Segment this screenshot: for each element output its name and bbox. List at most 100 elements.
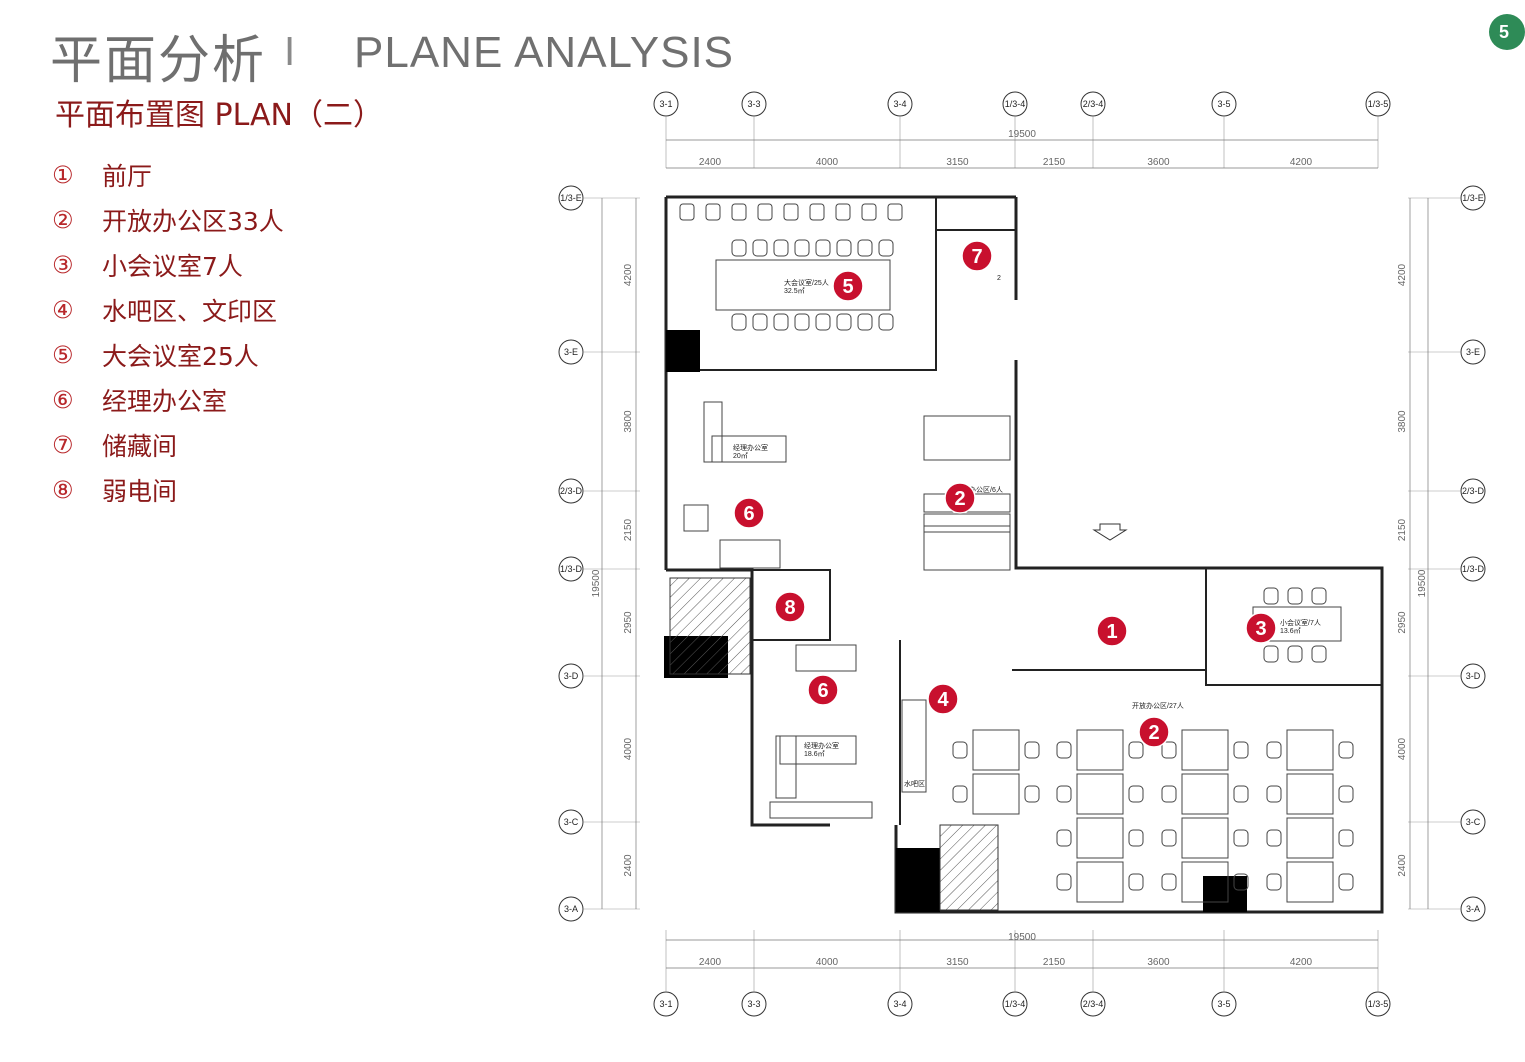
chair — [952, 741, 968, 759]
workstation — [972, 729, 1020, 771]
furniture — [679, 203, 1354, 903]
grid-axis-label: 3-A — [1466, 904, 1480, 914]
zone-marker-number: 6 — [743, 503, 754, 525]
dimension-label: 4200 — [1290, 157, 1313, 168]
grid-axis-label: 3-D — [564, 671, 579, 681]
zone-marker-number: 7 — [971, 246, 982, 268]
legend-label: 经理办公室 — [102, 386, 228, 416]
dimension-label: 4000 — [1397, 737, 1408, 760]
legend-label: 大会议室25人 — [102, 341, 259, 371]
chair — [705, 203, 721, 221]
legend-item: ⑥ 经理办公室 — [52, 377, 284, 422]
room-label: 小会议室/7人 — [1280, 618, 1321, 627]
page-title-english: PLANE ANALYSIS — [354, 28, 735, 77]
grid-axis-label: 2/3-D — [560, 486, 583, 496]
dimension-label: 3600 — [1147, 957, 1170, 968]
dimension-label: 2950 — [1397, 611, 1408, 634]
grid-axis-label: 3-E — [564, 347, 578, 357]
chair — [1161, 741, 1177, 759]
chair — [1263, 645, 1279, 663]
chair — [1338, 873, 1354, 891]
chair — [1024, 741, 1040, 759]
legend-label: 弱电间 — [102, 476, 178, 506]
chair — [1128, 741, 1144, 759]
zone-marker-number: 4 — [937, 689, 949, 711]
grid-axis-label: 3-3 — [747, 999, 760, 1009]
legend-number: ⑥ — [52, 385, 74, 414]
workstation — [923, 415, 1011, 461]
grid-axis-label: 2/3-D — [1462, 486, 1485, 496]
legend-label: 水吧区、文印区 — [102, 296, 278, 326]
room-label: 水吧区 — [904, 779, 925, 788]
chair — [1311, 587, 1327, 605]
dimension-label: 3150 — [946, 157, 969, 168]
zone-marker — [1245, 612, 1277, 644]
dimension-label: 2150 — [1043, 957, 1066, 968]
workstation — [1076, 773, 1124, 815]
chair — [679, 203, 695, 221]
walls — [664, 195, 1384, 914]
grid-axis-label: 3-4 — [893, 99, 906, 109]
grid-axis-label: 3-5 — [1217, 999, 1230, 1009]
legend-label: 开放办公区33人 — [102, 206, 284, 236]
chair — [1128, 785, 1144, 803]
workstation — [1076, 861, 1124, 903]
grid-axis-label: 3-1 — [659, 99, 672, 109]
legend-number: ⑤ — [52, 340, 74, 369]
zone-marker — [733, 497, 765, 529]
grid-axis-label: 3-D — [1466, 671, 1481, 681]
dimension-label: 2400 — [1397, 854, 1408, 877]
chair — [815, 239, 831, 257]
zone-marker-number: 2 — [954, 488, 965, 510]
workstation — [1286, 773, 1334, 815]
grid-axis-label: 1/3-4 — [1005, 999, 1026, 1009]
page-title: 平面分析 — [50, 31, 267, 91]
desk — [779, 735, 857, 765]
grid-axes: 3-13-13-33-33-43-41/3-41/3-42/3-42/3-43-… — [558, 91, 1486, 1017]
dimension-total: 19500 — [1008, 932, 1036, 943]
chair — [952, 785, 968, 803]
zone-marker-number: 8 — [784, 597, 795, 619]
chair — [731, 239, 747, 257]
grid-axis-label: 2/3-4 — [1083, 99, 1104, 109]
chair — [836, 239, 852, 257]
grid-axis-label: 3-5 — [1217, 99, 1230, 109]
chair — [836, 313, 852, 331]
room-label: 开放办公区/27人 — [1132, 701, 1184, 710]
chair — [878, 239, 894, 257]
dimension-label: 2400 — [623, 854, 634, 877]
grid-axis-label: 1/3-5 — [1368, 999, 1389, 1009]
dimension-label: 2150 — [623, 518, 634, 541]
workstation — [1076, 817, 1124, 859]
legend-label: 储藏间 — [102, 431, 178, 461]
dimension-label: 2150 — [1043, 157, 1066, 168]
zone-marker — [961, 240, 993, 272]
zone-marker — [807, 674, 839, 706]
grid-axis-label: 3-1 — [659, 999, 672, 1009]
chair — [1161, 829, 1177, 847]
grid-axis-label: 3-C — [1466, 817, 1481, 827]
chair — [783, 203, 799, 221]
workstation — [1181, 861, 1229, 903]
grid-axis-label: 3-C — [564, 817, 579, 827]
dimension-label: 4200 — [1397, 263, 1408, 286]
dimension-label: 3600 — [1147, 157, 1170, 168]
workstation — [1181, 773, 1229, 815]
chair — [794, 313, 810, 331]
chair — [752, 239, 768, 257]
legend-label: 小会议室7人 — [102, 251, 243, 281]
title-separator: I — [284, 30, 296, 74]
zone-marker — [832, 270, 864, 302]
room-label: 大会议室/25人 — [784, 278, 829, 287]
chair — [1056, 873, 1072, 891]
chair — [835, 203, 851, 221]
desk-return — [703, 401, 723, 463]
zone-marker-number: 3 — [1255, 618, 1266, 640]
meeting-table — [715, 259, 891, 311]
chair — [1128, 829, 1144, 847]
chair — [757, 203, 773, 221]
